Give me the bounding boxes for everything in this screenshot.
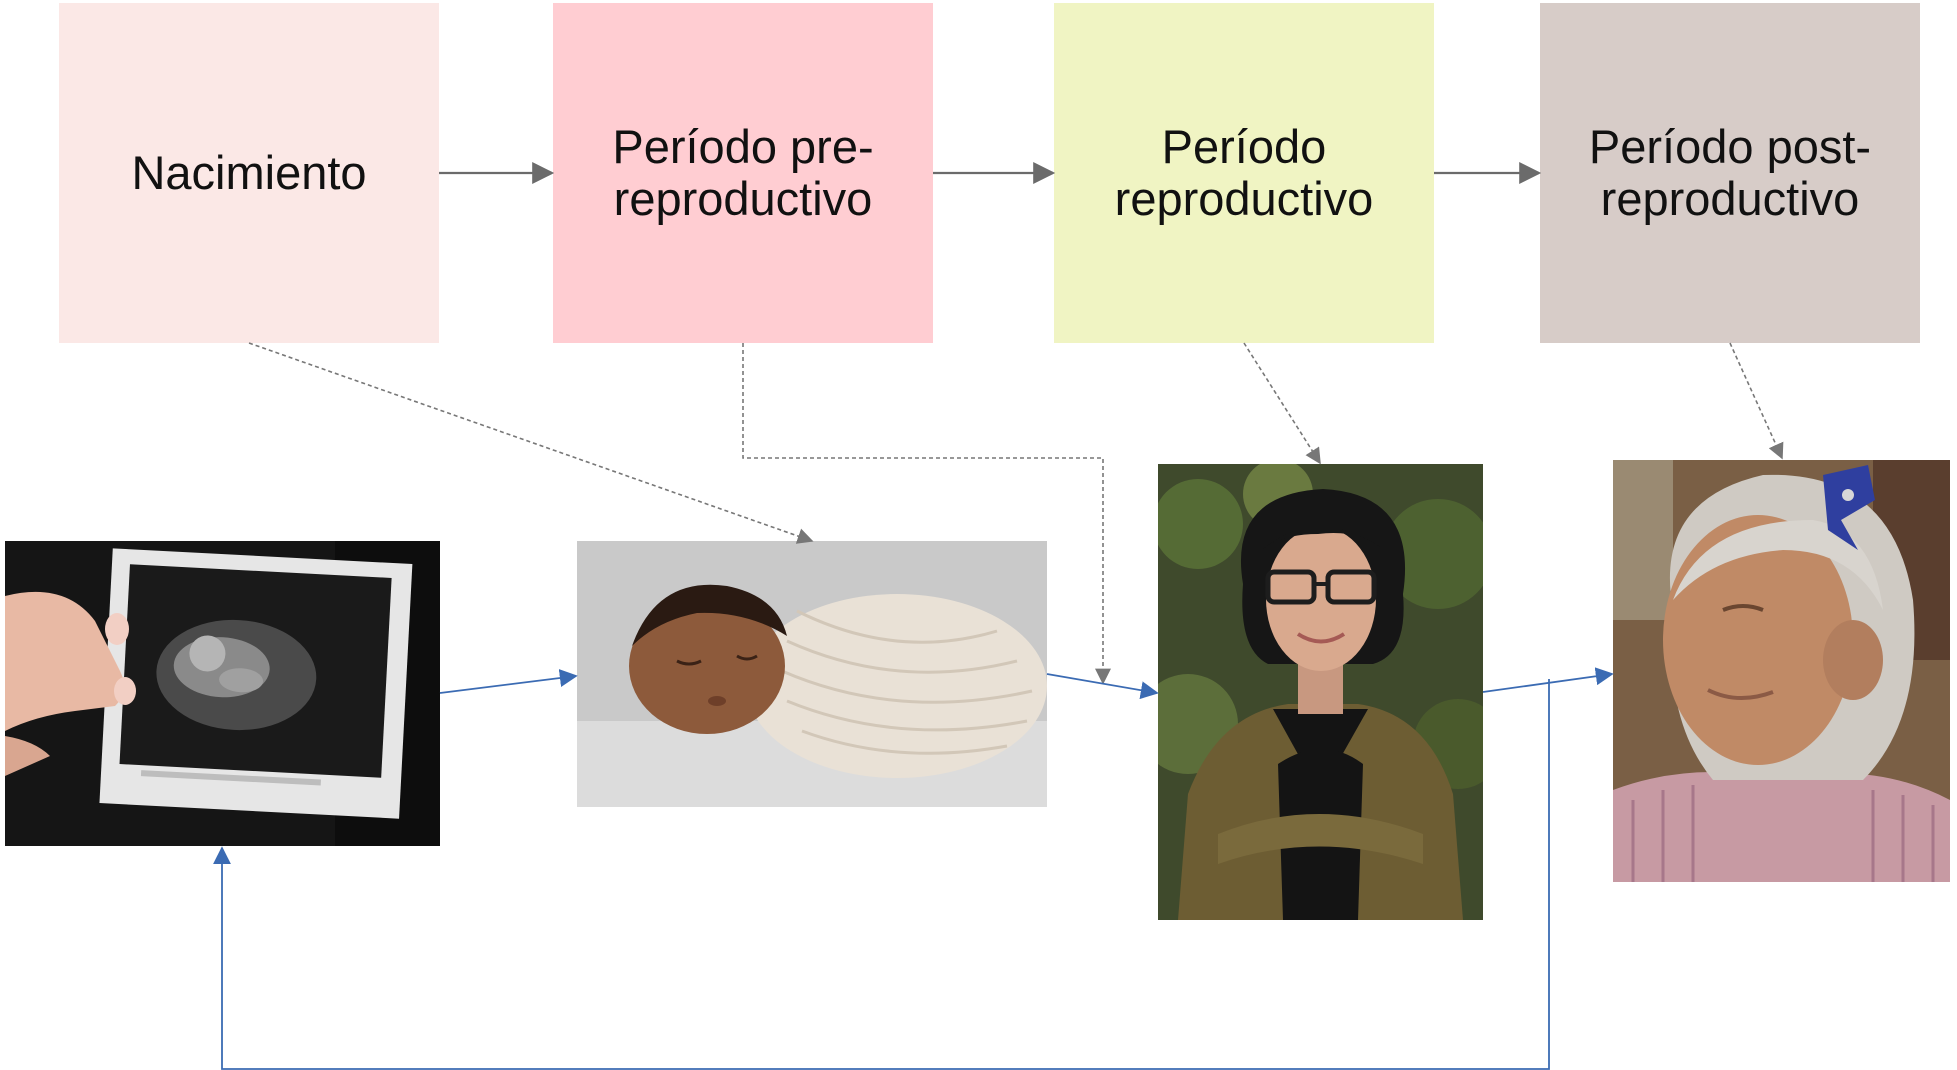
stage-box-nacimiento: Nacimiento xyxy=(59,3,439,343)
young-woman-photo xyxy=(1158,464,1483,920)
dashed-link-nacimiento-to-newborn xyxy=(248,342,814,544)
cycle-arrow-ultrasound-to-newborn xyxy=(439,669,578,694)
stage-box-pre-reproductivo: Período pre- reproductivo xyxy=(553,3,933,343)
newborn-photo xyxy=(577,541,1047,807)
stage-label-reproductivo: Período reproductivo xyxy=(1114,120,1374,225)
dashed-link-post-to-elderly xyxy=(1729,342,1784,460)
stage-box-reproductivo: Período reproductivo xyxy=(1054,3,1434,343)
stage-label-pre-reproductivo: Período pre- reproductivo xyxy=(612,120,874,225)
stage-label-post-reproductivo: Período post- reproductivo xyxy=(1588,120,1872,225)
stage-box-post-reproductivo: Período post- reproductivo xyxy=(1540,3,1920,343)
ultrasound-photo xyxy=(5,541,440,846)
cycle-arrow-newborn-to-young-adult xyxy=(1046,673,1159,700)
elderly-woman-photo xyxy=(1613,460,1950,882)
dashed-link-reproductivo-to-young-adult xyxy=(1243,342,1321,465)
cycle-arrow-young-adult-to-elderly xyxy=(1482,667,1614,693)
stage-label-nacimiento: Nacimiento xyxy=(131,146,367,199)
